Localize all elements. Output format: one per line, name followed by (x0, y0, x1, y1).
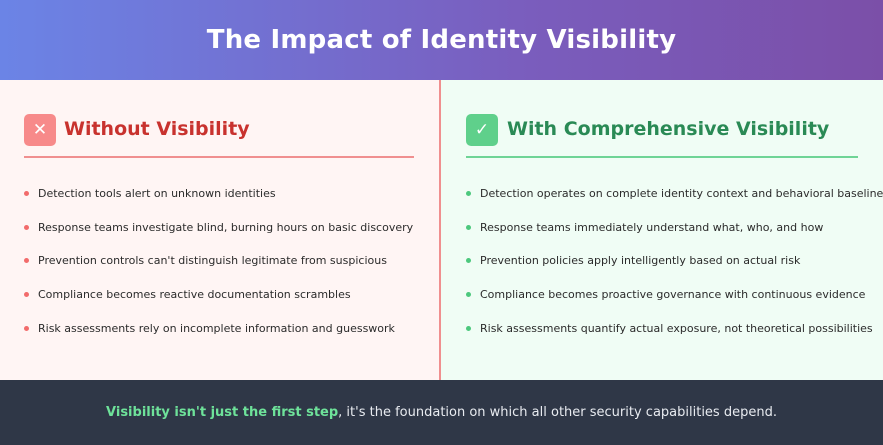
without-visibility-title: Without Visibility (64, 118, 250, 140)
list-item-text: Risk assessments quantify actual exposur… (480, 321, 873, 335)
header-banner: The Impact of Identity Visibility (0, 0, 883, 80)
bullet-icon (466, 292, 471, 298)
with-visibility-panel: ✓ With Comprehensive Visibility Detectio… (441, 80, 883, 380)
list-item: Response teams investigate blind, burnin… (24, 211, 413, 245)
list-item-text: Detection tools alert on unknown identit… (38, 187, 276, 201)
list-item: Response teams immediately understand wh… (466, 211, 883, 245)
with-visibility-list: Detection operates on complete identity … (466, 177, 883, 345)
list-item-text: Prevention controls can't distinguish le… (38, 254, 387, 268)
bullet-icon (24, 292, 29, 298)
without-visibility-divider (24, 156, 414, 158)
bullet-icon (24, 325, 29, 331)
list-item-text: Response teams investigate blind, burnin… (38, 220, 414, 234)
panel-divider (439, 80, 441, 380)
list-item-text: Compliance becomes reactive documentatio… (38, 288, 351, 302)
close-icon: ✕ (24, 114, 56, 146)
bullet-icon (24, 224, 29, 230)
footer-highlight: Visibility isn't just the first step (106, 405, 339, 420)
without-visibility-panel: ✕ Without Visibility Detection tools ale… (0, 80, 439, 380)
list-item-text: Detection operates on complete identity … (480, 187, 883, 201)
with-visibility-divider (466, 156, 858, 158)
list-item: Detection tools alert on unknown identit… (24, 177, 413, 211)
bullet-icon (466, 325, 471, 331)
list-item: Risk assessments quantify actual exposur… (466, 311, 883, 345)
list-item-text: Prevention policies apply intelligently … (480, 254, 801, 268)
without-visibility-list: Detection tools alert on unknown identit… (24, 177, 413, 345)
list-item-text: Risk assessments rely on incomplete info… (38, 321, 395, 335)
with-visibility-title: With Comprehensive Visibility (507, 118, 830, 140)
bullet-icon (466, 191, 471, 197)
page-title: The Impact of Identity Visibility (206, 25, 677, 55)
bullet-icon (466, 258, 471, 264)
list-item: Detection operates on complete identity … (466, 177, 883, 211)
footer-text: Visibility isn't just the first step, it… (106, 405, 777, 420)
list-item-text: Compliance becomes proactive governance … (480, 288, 866, 302)
list-item: Compliance becomes reactive documentatio… (24, 278, 413, 312)
bullet-icon (24, 191, 29, 197)
footer-rest: , it's the foundation on which all other… (338, 405, 777, 420)
bullet-icon (24, 258, 29, 264)
bullet-icon (466, 224, 471, 230)
list-item: Prevention controls can't distinguish le… (24, 244, 413, 278)
footer-banner: Visibility isn't just the first step, it… (0, 380, 883, 445)
check-icon: ✓ (466, 114, 498, 146)
list-item: Prevention policies apply intelligently … (466, 244, 883, 278)
list-item-text: Response teams immediately understand wh… (480, 220, 824, 234)
list-item: Compliance becomes proactive governance … (466, 278, 883, 312)
list-item: Risk assessments rely on incomplete info… (24, 311, 413, 345)
